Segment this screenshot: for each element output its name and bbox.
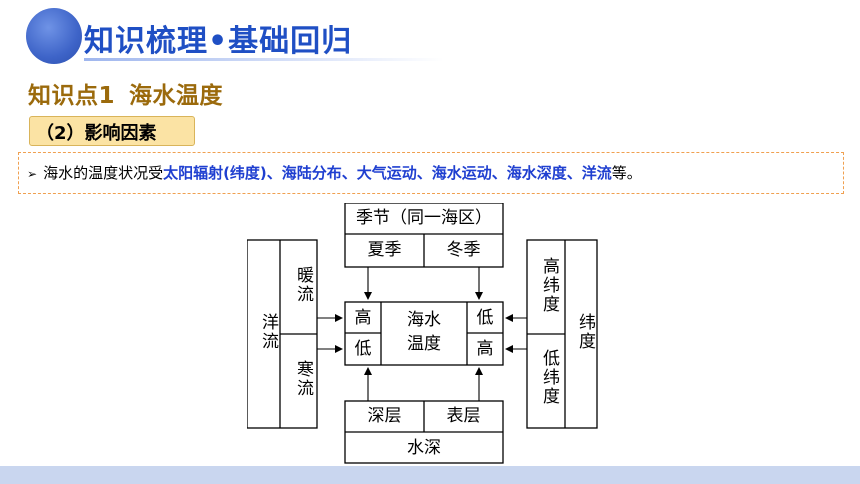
current-title: 洋流 [258, 313, 278, 351]
knowledge-point-label: 知识点1 [28, 83, 116, 109]
knowledge-point-heading: 知识点1 海水温度 [28, 76, 223, 110]
arrow-bullet-icon: ➢ [27, 167, 38, 181]
diagram-lines [247, 203, 598, 464]
sea-temp-label-line2: 温度 [407, 334, 441, 354]
page-title: 知识梳理•基础回归 [84, 24, 353, 59]
sea-temp-label-line1: 海水 [407, 310, 441, 330]
high-latitude-label: 高纬度 [539, 257, 559, 314]
cold-current-label: 寒流 [293, 360, 313, 398]
low-latitude-label: 低纬度 [539, 349, 559, 406]
knowledge-point-topic: 海水温度 [129, 83, 224, 109]
footer-band [0, 466, 860, 484]
season-title: 季节（同一海区） [356, 208, 492, 228]
subsection-heading: （2）影响因素 [29, 116, 195, 146]
surface-layer-label: 表层 [446, 406, 481, 426]
bullet-highlight: 太阳辐射(纬度)、海陆分布、大气运动、海水运动、海水深度、洋流 [163, 164, 612, 182]
sea-temperature-diagram: 季节（同一海区） 夏季 冬季 高 低 低 高 海水 温度 洋流 暖流 寒流 高纬… [247, 203, 599, 465]
center-right-low: 低 [476, 308, 494, 328]
center-left-low: 低 [354, 339, 372, 359]
bullet-suffix: 等。 [611, 164, 642, 182]
title-underline [84, 58, 444, 61]
latitude-title: 纬度 [575, 313, 595, 351]
depth-title: 水深 [407, 438, 441, 458]
center-right-high: 高 [476, 339, 494, 359]
summer-label: 夏季 [367, 240, 402, 260]
center-left-high: 高 [354, 308, 372, 328]
header-decoration-circle [26, 8, 82, 64]
bullet-point: ➢ 海水的温度状况受太阳辐射(纬度)、海陆分布、大气运动、海水运动、海水深度、洋流… [18, 152, 844, 194]
bullet-prefix: 海水的温度状况受 [43, 164, 164, 182]
deep-layer-label: 深层 [367, 406, 402, 426]
winter-label: 冬季 [446, 240, 481, 260]
warm-current-label: 暖流 [293, 266, 313, 304]
